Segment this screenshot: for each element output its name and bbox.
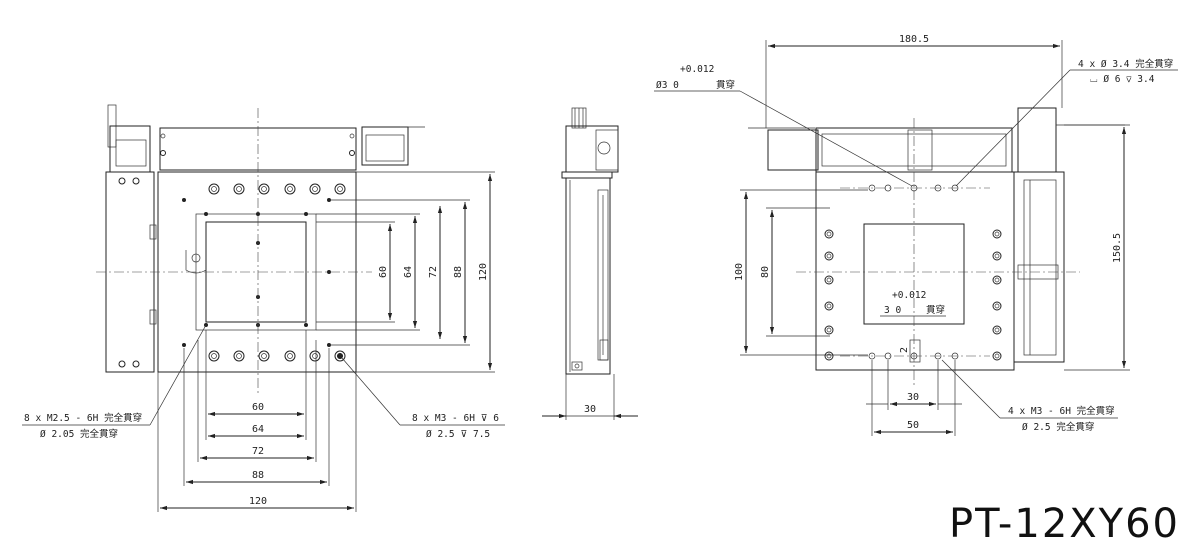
front-top-holes	[208, 183, 346, 195]
front-dim-v-88: 88	[453, 266, 464, 278]
front-note-left-1: 8 x M2.5 - 6H 完全貫穿	[24, 412, 142, 424]
front-note-left-2: Ø 2.05 完全貫穿	[40, 428, 118, 440]
front-dim-v-120: 120	[478, 263, 489, 281]
top-dim-150-5: 150.5	[1112, 233, 1123, 263]
top-dim-2: 2	[899, 347, 910, 353]
top-dim-100: 100	[734, 263, 745, 281]
top-note-bottom-2: Ø 2.5 完全貫穿	[1022, 421, 1094, 433]
front-note-right-1: 8 x M3 - 6H ⊽ 6	[412, 413, 499, 424]
front-dim-h-64: 64	[252, 424, 264, 435]
front-dim-h-72: 72	[252, 446, 264, 457]
side-view: 30	[542, 107, 638, 420]
top-side-holes	[824, 229, 1002, 361]
front-dim-v-64: 64	[403, 266, 414, 278]
top-dim-180-5: 180.5	[899, 34, 929, 45]
front-dim-h-88: 88	[252, 470, 264, 481]
front-view: 60 64 72 88 120 60 64 72 88 120 8 x M2.5…	[22, 104, 505, 512]
model-title: PT-12XY60	[949, 501, 1180, 547]
top-note-right-1: 4 x Ø 3.4 完全貫穿	[1078, 58, 1173, 70]
top-note-bottom-1: 4 x M3 - 6H 完全貫穿	[1008, 405, 1115, 417]
front-bottom-holes	[208, 350, 346, 362]
tol-top-base: Ø3 0	[656, 80, 679, 91]
tol-center-label: 貫穿	[926, 304, 945, 316]
top-dim-30: 30	[907, 392, 919, 403]
top-view: 180.5 150.5 100 80 30 50 2 +0.012 Ø3 0 貫…	[654, 34, 1178, 436]
top-dim-50: 50	[907, 420, 919, 431]
top-dim-80: 80	[760, 266, 771, 278]
front-note-right-2: Ø 2.5 ⊽ 7.5	[426, 429, 490, 440]
front-dim-v-60: 60	[378, 266, 389, 278]
tol-top-upper: +0.012	[680, 64, 714, 75]
front-dim-v-72: 72	[428, 266, 439, 278]
tol-center-upper: +0.012	[892, 290, 926, 301]
front-dim-h-60: 60	[252, 402, 264, 413]
front-dim-h-120: 120	[249, 496, 267, 507]
side-dim-30: 30	[584, 404, 596, 415]
tol-top-label: 貫穿	[716, 79, 735, 91]
top-note-right-2: ⌴ Ø 6 ⊽ 3.4	[1090, 74, 1155, 85]
tol-center-base: 3 0	[884, 305, 901, 316]
